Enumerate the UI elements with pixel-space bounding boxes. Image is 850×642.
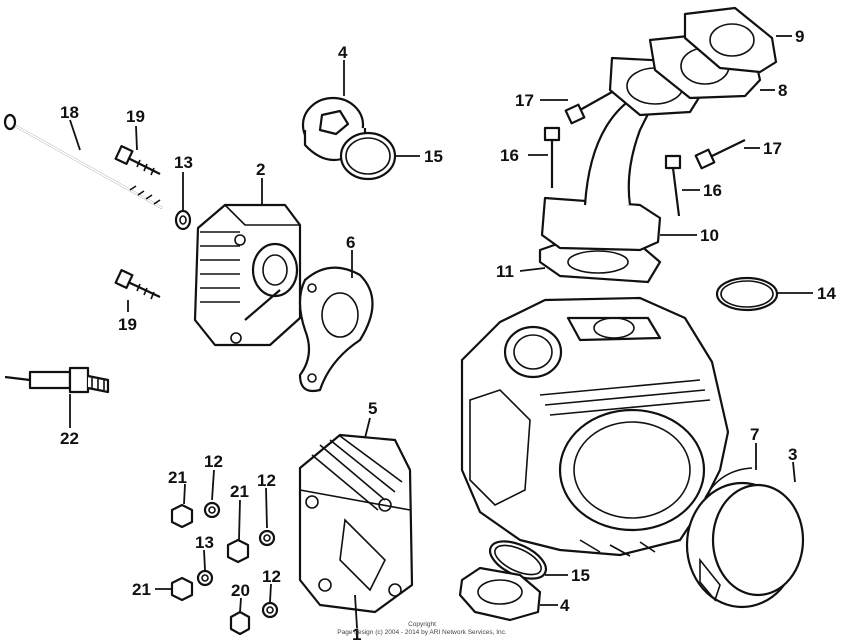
callout-12-top: 12: [204, 452, 223, 471]
callout-20: 20: [231, 581, 250, 600]
callout-21-bottom: 21: [132, 580, 151, 599]
callout-1: 1: [352, 625, 361, 642]
callout-12-middle: 12: [257, 471, 276, 490]
callout-13-upper: 13: [174, 153, 193, 172]
callout-labels: 18 19 13 2 4 15 6 19 22 5 9 8 17 16 17 1…: [60, 27, 836, 642]
part-7-gasket: [704, 467, 753, 499]
callout-4-lower: 4: [560, 596, 570, 615]
part-6-gasket: [298, 266, 374, 393]
part-16-bolt-left: [543, 126, 561, 188]
part-9-gasket: [683, 6, 778, 74]
callout-17-right: 17: [763, 139, 782, 158]
copyright-line-2: Page design (c) 2004 - 2014 by ARI Netwo…: [337, 629, 507, 636]
callout-22: 22: [60, 429, 79, 448]
part-18-long-bolt: [3, 113, 163, 209]
callout-10: 10: [700, 226, 719, 245]
callout-21-middle: 21: [230, 482, 249, 501]
callout-9: 9: [795, 27, 804, 46]
part-1-cylinder-head: [460, 296, 730, 557]
callout-16-right: 16: [703, 181, 722, 200]
part-4-cap-lower: [458, 566, 542, 622]
callout-11: 11: [496, 262, 514, 281]
leader-lines: [69, 35, 813, 629]
part-19-bolt-lower: [114, 269, 161, 300]
callout-15-lower: 15: [571, 566, 590, 585]
callout-19-lower: 19: [118, 315, 137, 334]
callout-4-upper: 4: [338, 43, 348, 62]
callout-14: 14: [817, 284, 836, 303]
part-22-spark-plug: [4, 366, 110, 394]
part-19-bolt-upper: [114, 145, 161, 176]
part-15-oring-upper: [339, 131, 397, 181]
callout-5: 5: [368, 399, 377, 418]
part-17-bolt-right: [694, 139, 746, 170]
callout-3: 3: [788, 445, 797, 464]
part-5-head-cover: [298, 433, 414, 614]
part-3-side-cap: [685, 481, 805, 609]
callout-13-lower: 13: [195, 533, 214, 552]
callout-19-upper: 19: [126, 107, 145, 126]
copyright-line-1: Copyright: [408, 621, 436, 628]
callout-12-bottom: 12: [262, 567, 281, 586]
callout-17-left: 17: [515, 91, 534, 110]
copyright-notice: Copyright Page design (c) 2004 - 2014 by…: [337, 621, 507, 636]
part-13-washer-upper: [174, 209, 192, 231]
callout-18: 18: [60, 103, 79, 122]
callout-6: 6: [346, 233, 355, 252]
callout-15-upper: 15: [424, 147, 443, 166]
nuts-and-washers: [170, 501, 279, 636]
part-2-side-cover: [193, 203, 302, 347]
callout-2: 2: [256, 160, 265, 179]
callout-8: 8: [778, 81, 787, 100]
callout-16-left: 16: [500, 146, 519, 165]
part-14-oring: [715, 276, 779, 312]
callout-7: 7: [750, 425, 759, 444]
part-16-bolt-right: [664, 154, 682, 217]
callout-21-top: 21: [168, 468, 187, 487]
part-17-bolt-left: [564, 91, 613, 125]
